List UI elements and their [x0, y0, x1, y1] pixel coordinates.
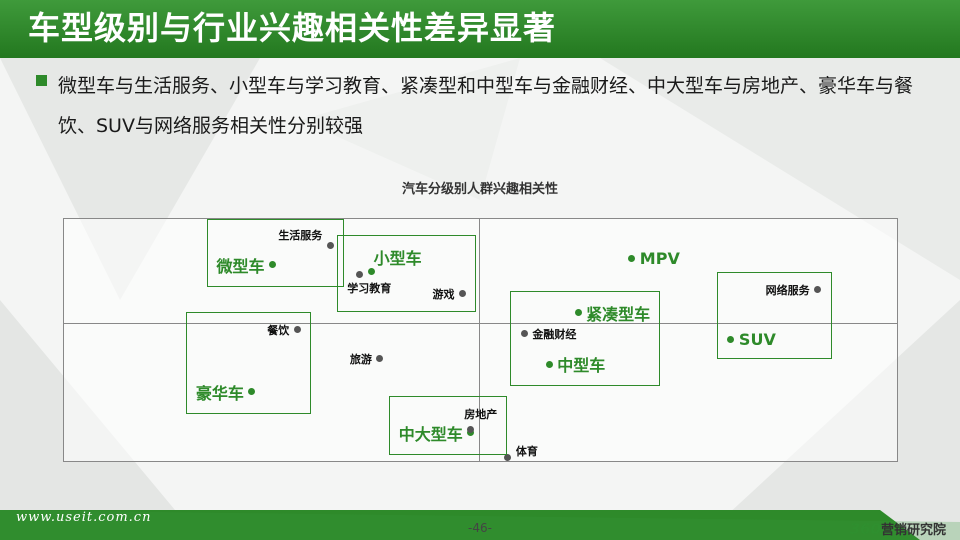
interest-label: 旅游 — [349, 352, 372, 366]
car-point — [269, 261, 276, 269]
car-label: MPV — [639, 249, 680, 269]
group-box — [716, 272, 832, 359]
bullet-square-icon — [36, 75, 47, 86]
car-point — [545, 360, 553, 368]
group-box — [186, 312, 312, 414]
interest-label: 餐饮 — [267, 323, 290, 337]
car-point — [628, 255, 636, 263]
car-label: SUV — [738, 329, 776, 349]
car-label: 小型车 — [373, 249, 422, 268]
page-number: -46- — [468, 521, 492, 535]
interest-label: 体育 — [515, 445, 538, 458]
interest-point — [355, 270, 363, 278]
interest-point — [458, 290, 466, 298]
page-title: 车型级别与行业兴趣相关性差异显著 — [28, 9, 557, 47]
interest-label: 学习教育 — [347, 282, 392, 296]
car-label: 微型车 — [216, 256, 265, 276]
car-label: 豪华车 — [195, 383, 244, 403]
interest-point — [814, 286, 822, 294]
interest-point — [467, 426, 475, 434]
vertical-axis-line — [479, 219, 480, 461]
car-point — [727, 335, 735, 343]
interest-point — [504, 453, 512, 461]
interest-label: 生活服务 — [278, 229, 323, 242]
interest-point — [326, 241, 334, 249]
footer-url: www.useit.com.cn — [16, 510, 152, 525]
brand-logo: 360营销研究院 — [850, 519, 946, 538]
group-box — [337, 235, 477, 312]
car-label: 中大型车 — [398, 424, 463, 444]
group-box — [207, 219, 345, 287]
brand-name: 营销研究院 — [880, 523, 946, 538]
horizontal-axis-line — [64, 323, 897, 324]
car-label: 中型车 — [557, 356, 606, 376]
brand-number: 360 — [849, 520, 881, 538]
footer-band — [0, 510, 960, 540]
interest-point — [293, 326, 301, 334]
interest-point — [376, 355, 384, 363]
interest-point — [520, 330, 528, 338]
car-point — [248, 388, 256, 395]
interest-label: 网络服务 — [765, 283, 810, 297]
interest-label: 房地产 — [464, 407, 498, 421]
title-bar: 车型级别与行业兴趣相关性差异显著 — [0, 0, 960, 58]
interest-label: 游戏 — [432, 287, 455, 301]
car-label: 紧凑型车 — [586, 304, 651, 324]
group-box — [510, 291, 660, 386]
scatter-chart: 微型车 小型车 MPV 紧凑型车中型车 SUV 豪华车中大型车 生活服务学习教育 游戏 网络服务… — [63, 218, 898, 462]
bullet-text: 微型车与生活服务、小型车与学习教育、紧凑型和中型车与金融财经、中大型车与房地产、… — [58, 75, 914, 137]
chart-title: 汽车分级别人群兴趣相关性 — [401, 182, 558, 197]
car-point — [368, 267, 376, 275]
interest-label: 金融财经 — [532, 327, 577, 341]
group-box — [389, 396, 507, 455]
car-point — [574, 309, 582, 317]
